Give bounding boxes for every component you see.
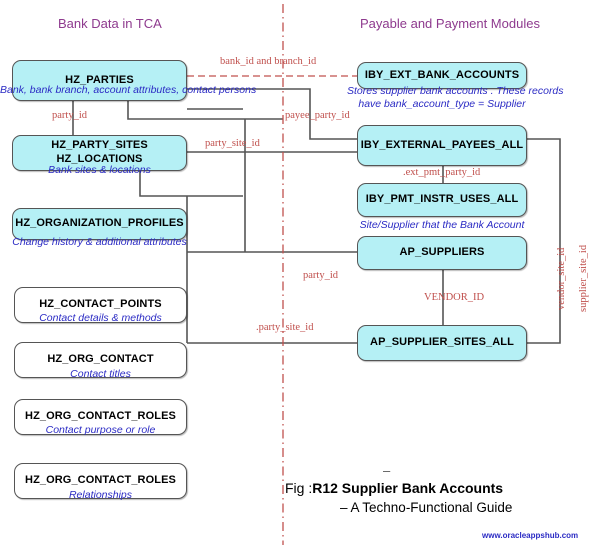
- entity-hz-org-contact-roles-2[interactable]: HZ_ORG_CONTACT_ROLES: [14, 463, 187, 499]
- connector-parties-down-right: [127, 101, 283, 120]
- figure-caption-prefix: Fig :: [285, 480, 313, 496]
- relationship-label-bank-id-branch-id: bank_id and branch_id: [220, 56, 317, 67]
- relationship-label-party-site-id-top: party_site_id: [205, 138, 260, 149]
- relationship-label-payee-party-id: payee_party_id: [285, 110, 350, 121]
- entity-hz-contact-points-description: Contact details & methods: [39, 312, 162, 324]
- entity-iby-external-payees-all-label: IBY_EXTERNAL_PAYEES_ALL: [360, 138, 524, 151]
- relationship-label-party-id-right: party_id: [303, 270, 338, 281]
- relationship-label-party-site-id-bottom: .party_site_id: [256, 322, 314, 333]
- entity-hz-org-contact-label: HZ_ORG_CONTACT: [47, 353, 154, 366]
- relationship-label-supplier-site-id: supplier_site_id: [578, 244, 589, 312]
- entity-hz-org-contact-roles-2-label: HZ_ORG_CONTACT_ROLES: [25, 474, 176, 487]
- column-header-right: Payable and Payment Modules: [360, 16, 540, 31]
- entity-iby-ext-bank-accounts-description-line1: Stores supplier bank accounts . These re…: [347, 85, 564, 97]
- figure-caption-title: R12 Supplier Bank Accounts: [312, 480, 504, 496]
- entity-hz-organization-profiles-description: Change history & additional attributes: [12, 236, 187, 248]
- figure-caption-subtitle: – A Techno-Functional Guide: [340, 500, 513, 515]
- relationship-label-vendor-id: VENDOR_ID: [424, 292, 485, 303]
- column-header-left: Bank Data in TCA: [58, 16, 162, 31]
- entity-iby-ext-bank-accounts-label: IBY_EXT_BANK_ACCOUNTS: [364, 68, 520, 81]
- entity-iby-pmt-instr-uses-all-description: Site/Supplier that the Bank Account: [359, 219, 525, 231]
- entity-hz-party-sites-description: Bank sites & locations: [48, 164, 151, 176]
- entity-hz-contact-points-label: HZ_CONTACT_POINTS: [39, 298, 162, 311]
- entity-hz-parties-description: Bank, bank branch, account attributes, c…: [0, 84, 257, 96]
- entity-iby-pmt-instr-uses-all[interactable]: IBY_PMT_INSTR_USES_ALL: [357, 183, 527, 217]
- entity-hz-parties[interactable]: HZ_PARTIES: [12, 60, 187, 101]
- entity-hz-party-sites-label-line1: HZ_PARTY_SITES: [51, 139, 148, 152]
- figure-caption: Fig :R12 Supplier Bank Accounts: [285, 480, 503, 498]
- entity-iby-ext-bank-accounts-description-line2: have bank_account_type = Supplier: [358, 98, 526, 110]
- entity-hz-organization-profiles[interactable]: HZ_ORGANIZATION_PROFILES: [12, 208, 187, 240]
- relationship-label-party-id-left: party_id: [52, 110, 87, 121]
- entity-hz-org-contact-roles-1-label: HZ_ORG_CONTACT_ROLES: [25, 410, 176, 423]
- entity-hz-organization-profiles-label: HZ_ORGANIZATION_PROFILES: [15, 217, 184, 230]
- connector-external-payees-to-supplier-sites-outer: [527, 138, 561, 344]
- watermark-url: www.oracleappshub.com: [482, 531, 579, 540]
- entity-ap-suppliers[interactable]: AP_SUPPLIERS: [357, 236, 527, 270]
- entity-ap-supplier-sites-all[interactable]: AP_SUPPLIER_SITES_ALL: [357, 325, 527, 361]
- entity-ap-suppliers-label: AP_SUPPLIERS: [399, 246, 485, 259]
- entity-ap-supplier-sites-all-label: AP_SUPPLIER_SITES_ALL: [370, 336, 514, 349]
- entity-hz-party-sites-label-line2: HZ_LOCATIONS: [56, 153, 143, 165]
- connector-parties-to-external-payees: [187, 88, 357, 140]
- entity-hz-org-contact-description: Contact titles: [70, 368, 131, 380]
- connector-party-sites-down: [139, 171, 243, 197]
- entity-hz-parties-label: HZ_PARTIES: [65, 73, 134, 86]
- entity-iby-pmt-instr-uses-all-label: IBY_PMT_INSTR_USES_ALL: [365, 193, 519, 206]
- entity-hz-contact-points[interactable]: HZ_CONTACT_POINTS: [14, 287, 187, 323]
- entity-iby-external-payees-all[interactable]: IBY_EXTERNAL_PAYEES_ALL: [357, 125, 527, 166]
- entity-hz-org-contact-roles-2-description: Relationships: [68, 489, 133, 501]
- entity-hz-org-contact[interactable]: HZ_ORG_CONTACT: [14, 342, 187, 378]
- relationship-label-vendor-site-id: vendor_site_id: [556, 247, 567, 310]
- caption-dash-mark: –: [383, 463, 391, 478]
- entity-hz-org-contact-roles-1-description: Contact purpose or role: [45, 424, 156, 436]
- entity-hz-party-sites[interactable]: HZ_PARTY_SITES HZ_LOCATIONS: [12, 135, 187, 171]
- relationship-label-ext-pmt-party-id: .ext_pmt_party_id: [403, 167, 481, 178]
- entity-iby-ext-bank-accounts[interactable]: IBY_EXT_BANK_ACCOUNTS: [357, 62, 527, 89]
- entity-hz-org-contact-roles-1[interactable]: HZ_ORG_CONTACT_ROLES: [14, 399, 187, 435]
